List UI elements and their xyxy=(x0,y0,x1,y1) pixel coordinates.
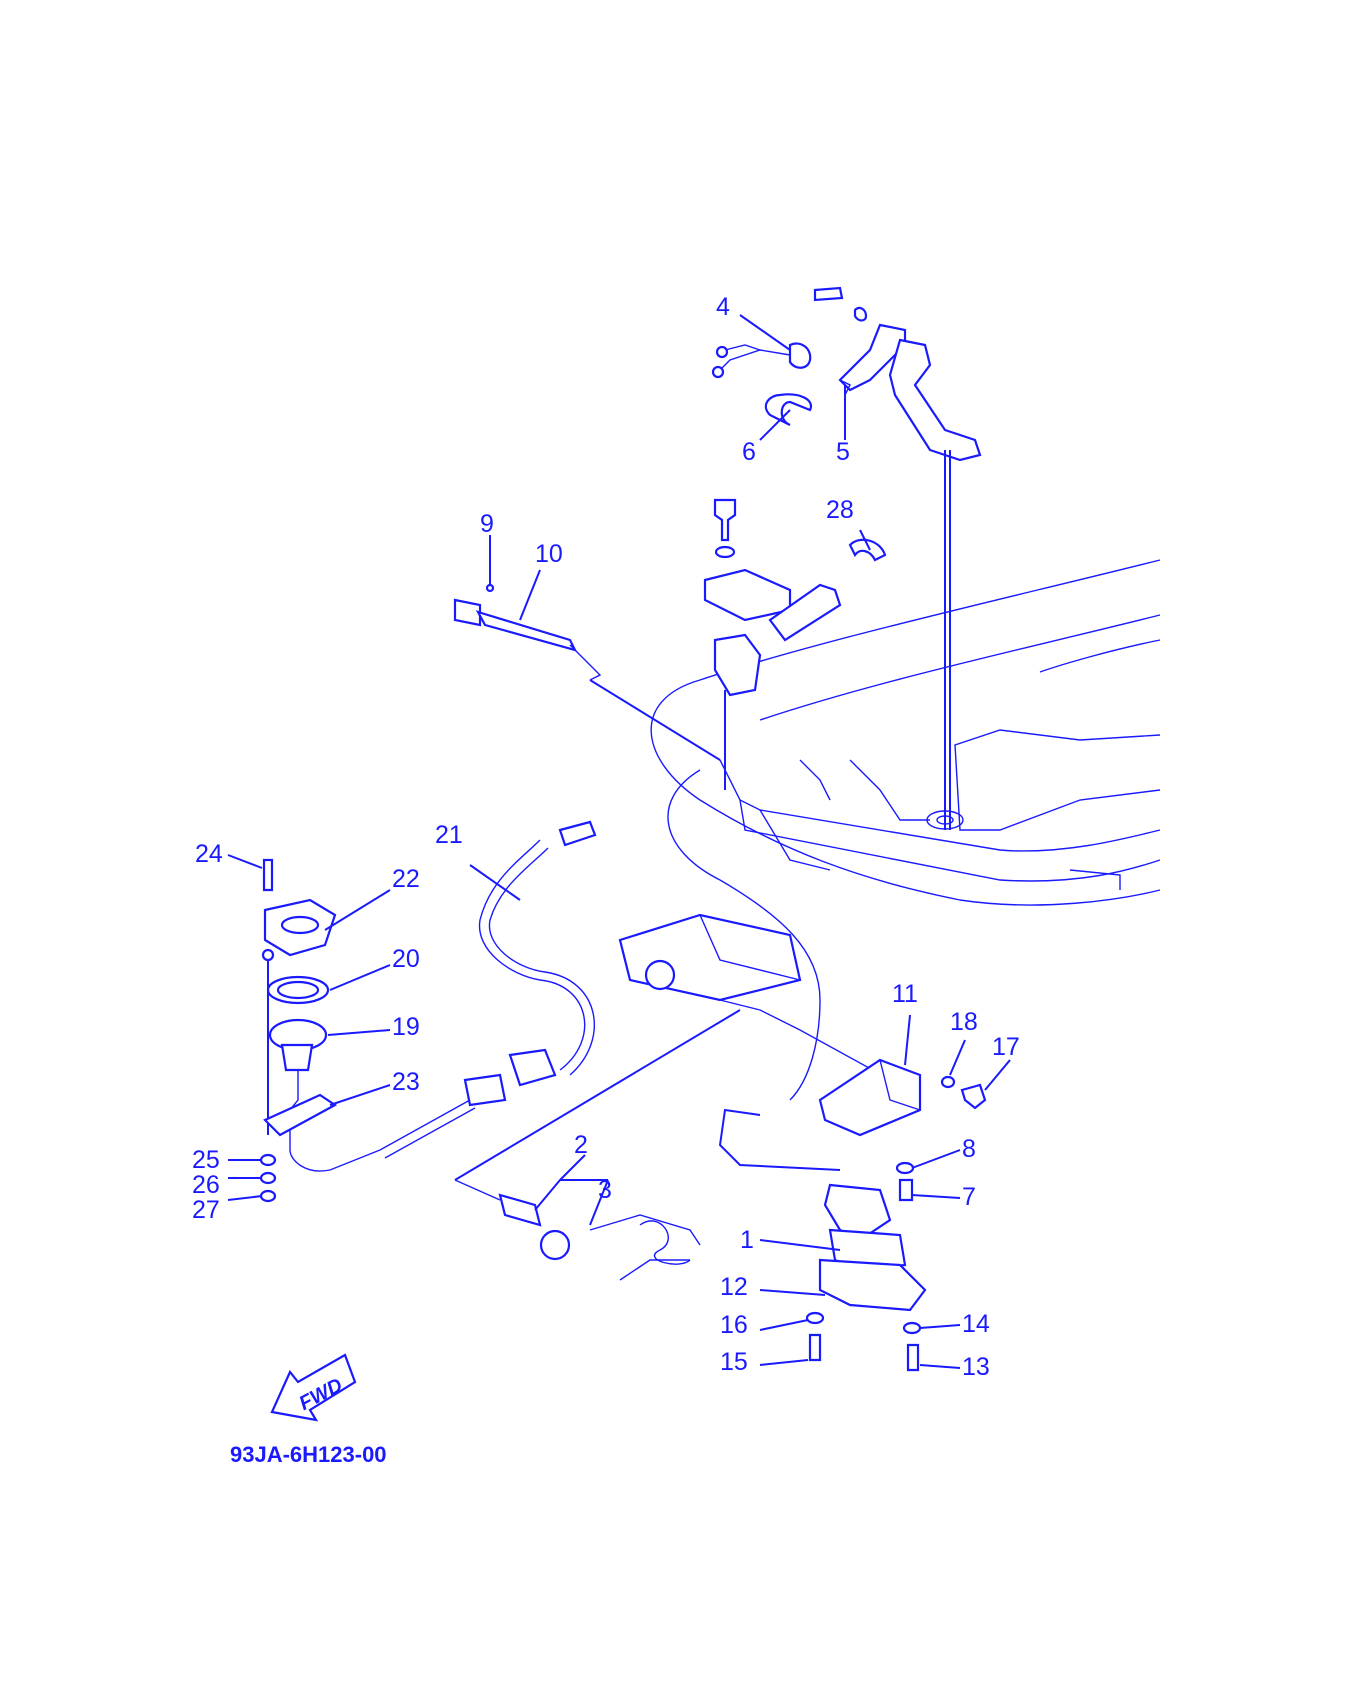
callout-15: 15 xyxy=(720,1348,748,1376)
drawing-code: 93JA-6H123-00 xyxy=(230,1442,387,1467)
callout-19: 19 xyxy=(392,1013,420,1041)
callout-labels: 1 2 3 4 5 6 7 8 9 10 11 12 13 14 15 16 1… xyxy=(192,293,1020,1381)
callout-22: 22 xyxy=(392,865,420,893)
fwd-arrow-icon: FWD xyxy=(270,1353,357,1422)
callout-18: 18 xyxy=(950,1008,978,1036)
callout-12: 12 xyxy=(720,1273,748,1301)
callout-11: 11 xyxy=(892,980,918,1008)
callout-16: 16 xyxy=(720,1311,748,1339)
wire-harness xyxy=(379,820,597,1159)
callout-23: 23 xyxy=(392,1068,420,1096)
callout-25: 25 xyxy=(192,1146,220,1174)
callout-5: 5 xyxy=(836,438,850,466)
leader-lines xyxy=(227,314,1011,1369)
callout-4: 4 xyxy=(716,293,730,321)
callout-8: 8 xyxy=(962,1135,976,1163)
cable-assembly xyxy=(453,583,721,761)
callout-10: 10 xyxy=(535,540,563,568)
callout-17: 17 xyxy=(992,1033,1020,1061)
callout-14: 14 xyxy=(962,1310,990,1338)
callout-21: 21 xyxy=(435,821,463,849)
cover-11 xyxy=(818,1058,987,1137)
callout-1: 1 xyxy=(740,1226,754,1254)
callout-9: 9 xyxy=(480,510,494,538)
callout-2: 2 xyxy=(574,1131,588,1159)
callout-27: 27 xyxy=(192,1196,220,1224)
electrical-box xyxy=(618,913,901,1086)
center-lever-parts xyxy=(703,498,887,790)
callout-26: 26 xyxy=(192,1171,220,1199)
callout-6: 6 xyxy=(742,438,756,466)
callout-20: 20 xyxy=(392,945,420,973)
callout-3: 3 xyxy=(598,1176,612,1204)
callout-24: 24 xyxy=(195,840,223,868)
main-switch xyxy=(718,1108,927,1372)
cowling-lock-bracket xyxy=(711,286,982,830)
callout-7: 7 xyxy=(962,1183,976,1211)
callout-13: 13 xyxy=(962,1353,990,1381)
grommet-assembly xyxy=(259,858,381,1203)
stop-switch xyxy=(454,1009,741,1281)
callout-28: 28 xyxy=(826,496,854,524)
